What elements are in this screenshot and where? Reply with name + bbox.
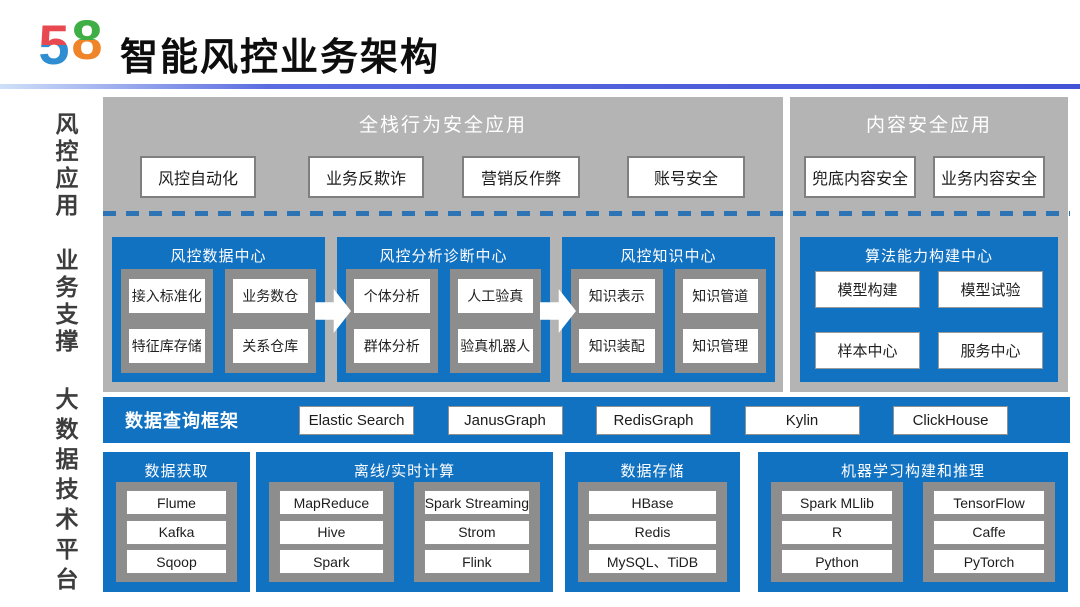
column: MapReduce Hive Spark <box>269 482 394 582</box>
logo-digit-8-bottom: 8 <box>71 8 103 71</box>
panel-title: 算法能力构建中心 <box>864 248 993 265</box>
app-box-business-content-security: 业务内容安全 <box>933 156 1045 198</box>
column: TensorFlow Caffe PyTorch <box>923 482 1055 582</box>
panel-title: 风控知识中心 <box>620 248 717 265</box>
module-box: 知识管理 <box>682 329 758 363</box>
panel-offline-realtime-computing: 离线/实时计算 MapReduce Hive Spark Spark Strea… <box>256 452 553 592</box>
panel-title: 风控数据中心 <box>170 248 267 265</box>
panel-title: 数据查询框架 <box>125 411 239 431</box>
panel-title: 全栈行为安全应用 <box>358 115 527 136</box>
column-group: MapReduce Hive Spark Spark Streaming Str… <box>269 482 540 582</box>
panel-title: 数据获取 <box>144 463 209 480</box>
tech-box-caffe: Caffe <box>933 519 1045 545</box>
module-box: 群体分析 <box>354 329 430 363</box>
tech-box-tensorflow: TensorFlow <box>933 490 1045 515</box>
tech-box-janusgraph: JanusGraph <box>447 405 563 435</box>
logo-58: 5 5 8 8 <box>36 8 116 82</box>
column-group: 个体分析 群体分析 人工验真 验真机器人 <box>346 269 541 373</box>
tech-box-mysql-tidb: MySQL、TiDB <box>588 549 717 574</box>
column-group: 模型构建 模型试验 样本中心 服务中心 <box>815 271 1043 369</box>
module-box: 接入标准化 <box>129 279 205 313</box>
column: Spark MLlib R Python <box>771 482 903 582</box>
module-box: 知识装配 <box>579 329 655 363</box>
module-box: 模型构建 <box>815 271 920 308</box>
tech-box-redisgraph: RedisGraph <box>596 405 711 435</box>
column: 知识表示 知识装配 <box>571 269 663 373</box>
panel-title: 风控分析诊断中心 <box>379 248 508 265</box>
module-box: 服务中心 <box>938 332 1043 369</box>
app-box-account-security: 账号安全 <box>627 156 745 198</box>
tech-box-hive: Hive <box>279 519 384 545</box>
module-box: 特征库存储 <box>129 329 205 363</box>
module-box: 样本中心 <box>815 332 920 369</box>
module-box: 模型试验 <box>938 271 1043 308</box>
column: 个体分析 群体分析 <box>346 269 438 373</box>
tech-box-elastic-search: Elastic Search <box>299 405 414 435</box>
column-group: 知识表示 知识装配 知识管道 知识管理 <box>571 269 766 373</box>
logo-digit-8-top: 8 <box>71 8 103 71</box>
app-box-marketing-anti-cheat: 营销反作弊 <box>462 156 580 198</box>
panel-risk-knowledge-center: 风控知识中心 知识表示 知识装配 知识管道 知识管理 <box>562 237 775 382</box>
tech-box-python: Python <box>781 549 893 574</box>
module-box: 个体分析 <box>354 279 430 313</box>
tech-box-strom: Strom <box>423 519 530 545</box>
app-box-fallback-content-security: 兜底内容安全 <box>804 156 916 198</box>
tech-box-pytorch: PyTorch <box>933 549 1045 574</box>
panel-title: 数据存储 <box>620 463 685 480</box>
module-box: 知识管道 <box>682 279 758 313</box>
column-group: HBase Redis MySQL、TiDB <box>578 482 727 582</box>
column-group: Flume Kafka Sqoop <box>116 482 237 582</box>
logo-digit-5-top: 5 <box>38 13 70 76</box>
column: 接入标准化 特征库存储 <box>121 269 213 373</box>
title-underline <box>0 84 1080 89</box>
logo-digit-5: 5 5 <box>36 10 72 80</box>
logo-digit-5-bottom: 5 <box>38 13 70 76</box>
sidebar-label-bigdata-platform: 大数据技术平台 <box>52 387 78 597</box>
module-box: 关系仓库 <box>232 329 308 363</box>
page-title: 智能风控业务架构 <box>120 37 441 79</box>
tech-box-sqoop: Sqoop <box>126 549 227 574</box>
module-box: 知识表示 <box>579 279 655 313</box>
column-group: Spark MLlib R Python TensorFlow Caffe Py… <box>771 482 1055 582</box>
module-box: 验真机器人 <box>457 329 533 363</box>
app-box-risk-automation: 风控自动化 <box>140 156 256 198</box>
tech-box-redis: Redis <box>588 519 717 545</box>
tech-box-flume: Flume <box>126 490 227 515</box>
layer-separator-dashed-line <box>103 211 1070 216</box>
tech-box-mapreduce: MapReduce <box>279 490 384 515</box>
column: Spark Streaming Strom Flink <box>413 482 540 582</box>
module-box: 业务数仓 <box>232 279 308 313</box>
panel-title: 离线/实时计算 <box>353 463 456 480</box>
app-box-anti-fraud: 业务反欺诈 <box>308 156 424 198</box>
panel-risk-data-center: 风控数据中心 接入标准化 特征库存储 业务数仓 关系仓库 <box>112 237 325 382</box>
sidebar-label-business-support: 业务支撑 <box>52 248 78 356</box>
column: 人工验真 验真机器人 <box>449 269 541 373</box>
tech-box-spark: Spark <box>279 549 384 574</box>
panel-data-acquisition: 数据获取 Flume Kafka Sqoop <box>103 452 250 592</box>
panel-ml-build-inference: 机器学习构建和推理 Spark MLlib R Python TensorFlo… <box>758 452 1068 592</box>
tech-box-spark-streaming: Spark Streaming <box>423 490 530 515</box>
sidebar-label-risk-apps: 风控应用 <box>52 112 78 220</box>
panel-data-query-framework: 数据查询框架 Elastic Search JanusGraph RedisGr… <box>103 397 1070 443</box>
tech-box-hbase: HBase <box>588 490 717 515</box>
panel-algorithm-center: 算法能力构建中心 模型构建 模型试验 样本中心 服务中心 <box>800 237 1058 382</box>
tech-box-clickhouse: ClickHouse <box>893 405 1008 435</box>
tech-box-spark-mllib: Spark MLlib <box>781 490 893 515</box>
panel-risk-analysis-center: 风控分析诊断中心 个体分析 群体分析 人工验真 验真机器人 <box>337 237 550 382</box>
panel-title: 内容安全应用 <box>865 115 992 136</box>
column: Flume Kafka Sqoop <box>116 482 237 582</box>
column-group: 接入标准化 特征库存储 业务数仓 关系仓库 <box>121 269 316 373</box>
column: HBase Redis MySQL、TiDB <box>578 482 727 582</box>
tech-box-group: Elastic Search JanusGraph RedisGraph Kyl… <box>299 405 1008 435</box>
panel-title: 机器学习构建和推理 <box>840 463 985 480</box>
tech-box-kylin: Kylin <box>744 405 860 435</box>
tech-box-r: R <box>781 519 893 545</box>
module-box: 人工验真 <box>457 279 533 313</box>
tech-box-flink: Flink <box>423 549 530 574</box>
column: 业务数仓 关系仓库 <box>224 269 316 373</box>
logo-digit-8: 8 8 <box>69 5 105 75</box>
column: 知识管道 知识管理 <box>674 269 766 373</box>
tech-box-kafka: Kafka <box>126 519 227 545</box>
panel-data-storage: 数据存储 HBase Redis MySQL、TiDB <box>565 452 740 592</box>
